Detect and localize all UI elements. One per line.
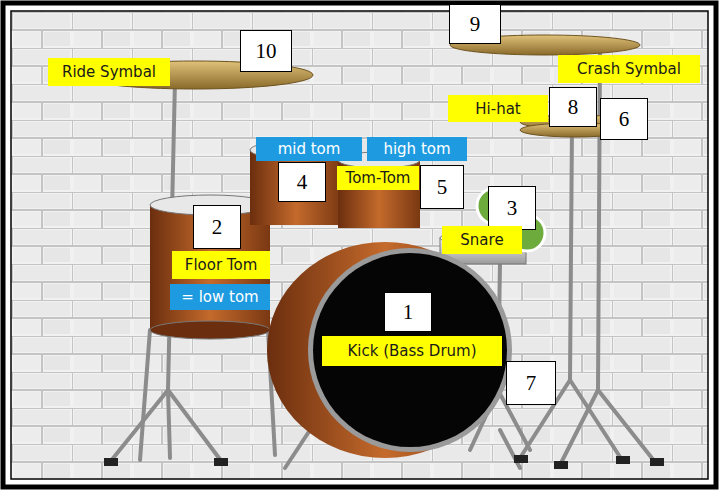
part-label: mid tom: [256, 137, 362, 161]
callout-number-text: 2: [212, 215, 223, 240]
callout-number-text: 9: [470, 12, 481, 37]
part-name: Tom-Tom: [346, 169, 411, 187]
part-label: Ride Symbal: [48, 58, 170, 86]
part-label: Tom-Tom: [337, 166, 419, 190]
part-label: high tom: [367, 137, 467, 161]
callout-number: 5: [420, 165, 464, 209]
callout-number-text: 5: [437, 175, 448, 200]
part-name: high tom: [383, 140, 450, 158]
callout-number: 4: [278, 162, 326, 202]
part-label: Kick (Bass Drum): [322, 336, 502, 366]
callout-number: 3: [488, 186, 536, 230]
callout-number-text: 7: [526, 371, 537, 396]
callout-number-text: 4: [297, 170, 308, 195]
callout-number: 8: [549, 87, 597, 127]
callout-number-text: 1: [403, 300, 414, 325]
part-name: Crash Symbal: [577, 60, 681, 78]
callout-number-text: 8: [568, 95, 579, 120]
part-label: Crash Symbal: [558, 55, 700, 83]
callout-number-text: 3: [507, 196, 518, 221]
part-name: = low tom: [181, 288, 258, 306]
callout-number: 6: [600, 98, 648, 140]
callout-number: 7: [506, 361, 556, 405]
part-label: = low tom: [170, 284, 270, 310]
part-name: Floor Tom: [185, 256, 258, 274]
callout-number: 1: [384, 292, 432, 332]
part-name: Kick (Bass Drum): [347, 342, 476, 360]
part-name: Hi-hat: [475, 100, 520, 118]
part-name: mid tom: [278, 140, 341, 158]
callout-number-text: 6: [619, 107, 630, 132]
part-label: Hi-hat: [448, 95, 548, 122]
part-name: Snare: [460, 231, 503, 249]
callout-number: 10: [240, 30, 292, 72]
part-name: Ride Symbal: [62, 63, 156, 81]
part-label: Floor Tom: [172, 251, 270, 279]
callout-number-text: 10: [256, 39, 277, 64]
part-label: Snare: [442, 226, 522, 254]
callout-number: 2: [193, 205, 241, 249]
callout-number: 9: [449, 4, 501, 44]
